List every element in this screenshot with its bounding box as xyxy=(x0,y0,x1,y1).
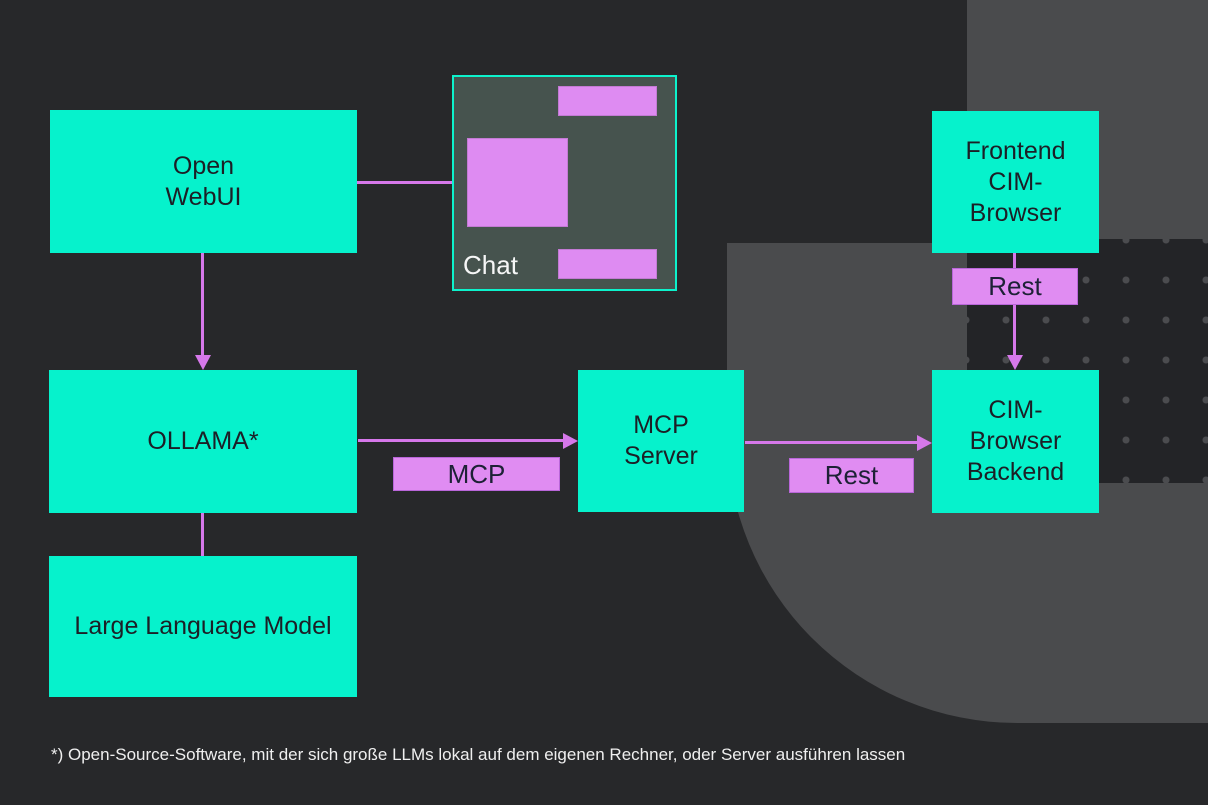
node-backend-label: CIM- Browser Backend xyxy=(966,396,1065,486)
edge-label-rest-backend-text: Rest xyxy=(824,460,879,490)
node-open-webui-label: Open WebUI xyxy=(165,151,242,211)
footnote: *) Open-Source-Software, mit der sich gr… xyxy=(51,745,906,764)
arrowhead-openwebui-ollama xyxy=(194,355,211,370)
arrowhead-mcpserver-backend xyxy=(917,434,932,451)
node-mcp-server: MCP Server xyxy=(578,370,744,512)
node-open-webui: Open WebUI xyxy=(50,110,357,253)
node-frontend-cim-browser: Frontend CIM- Browser xyxy=(932,111,1099,253)
connector-openwebui-chat xyxy=(357,181,454,184)
arrowhead-frontend-backend xyxy=(1006,355,1023,370)
node-ollama-label: OLLAMA* xyxy=(147,427,259,455)
node-mcp-server-label: MCP Server xyxy=(624,411,698,470)
edge-label-mcp: MCP xyxy=(393,457,560,491)
chat-message-block-top xyxy=(558,86,657,116)
connector-ollama-mcpserver xyxy=(358,439,564,442)
connector-mcpserver-backend xyxy=(745,441,918,444)
chat-message-block-left xyxy=(467,138,568,227)
node-llm-label: Large Language Model xyxy=(74,612,332,640)
edge-label-rest-backend: Rest xyxy=(789,458,914,493)
node-frontend-label: Frontend CIM- Browser xyxy=(965,136,1066,227)
node-chat-screen: Chat xyxy=(452,75,677,291)
edge-label-rest-frontend-text: Rest xyxy=(988,271,1042,301)
connector-ollama-llm xyxy=(201,513,204,556)
connector-openwebui-ollama xyxy=(201,253,204,356)
node-ollama: OLLAMA* xyxy=(49,370,357,513)
arrowhead-ollama-mcpserver xyxy=(563,432,578,449)
edge-label-mcp-text: MCP xyxy=(447,458,506,489)
edge-label-rest-frontend: Rest xyxy=(952,268,1078,305)
node-large-language-model: Large Language Model xyxy=(49,556,357,697)
node-cim-browser-backend: CIM- Browser Backend xyxy=(932,370,1099,513)
chat-label: Chat xyxy=(463,250,518,280)
chat-message-block-bottom xyxy=(558,249,657,279)
